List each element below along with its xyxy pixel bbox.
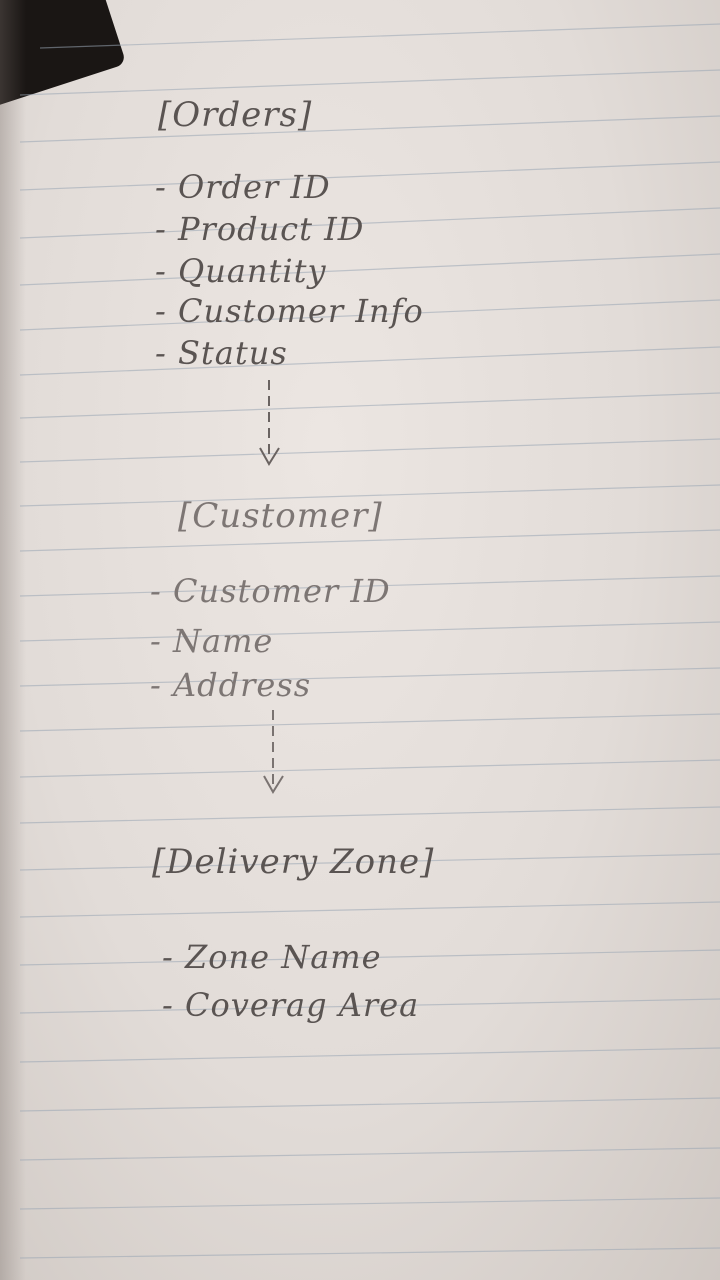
- orders-field-customer-info: Customer Info: [155, 292, 424, 330]
- customer-field-address: Address: [150, 666, 311, 704]
- orders-to-customer-arrow: [259, 380, 280, 466]
- customer-heading: [Customer]: [178, 496, 383, 536]
- customer-to-delivery-zone-arrow: [263, 710, 284, 794]
- orders-heading: [Orders]: [158, 95, 313, 135]
- delivery-zone-heading: [Delivery Zone]: [152, 842, 435, 882]
- orders-field-status: Status: [155, 334, 288, 372]
- customer-field-name: Name: [150, 622, 273, 660]
- customer-field-customer-id: Customer ID: [150, 572, 391, 610]
- delivery-zone-field-zone-name: Zone Name: [162, 938, 382, 976]
- delivery-zone-field-coverage-area: Coverag Area: [162, 986, 419, 1024]
- page-edge-shadow: [0, 0, 26, 1280]
- orders-field-product-id: Product ID: [155, 210, 364, 248]
- orders-field-order-id: Order ID: [155, 168, 331, 206]
- orders-field-quantity: Quantity: [155, 252, 327, 290]
